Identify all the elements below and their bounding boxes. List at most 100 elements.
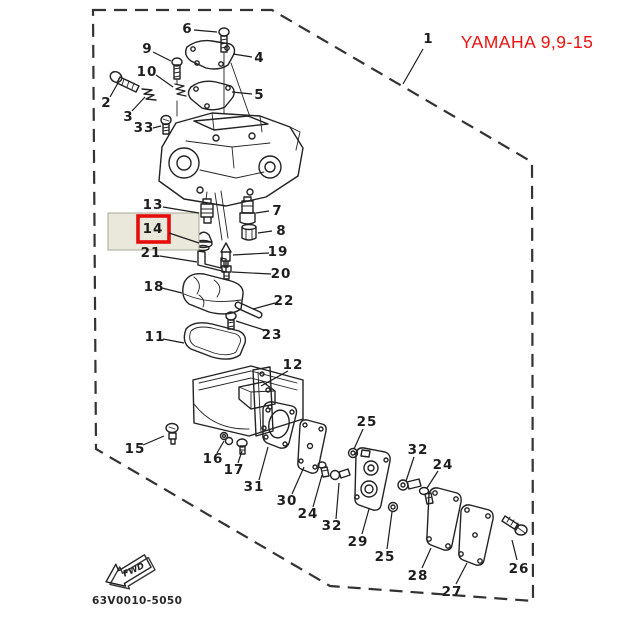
pump-plate-30 [297,419,327,474]
nut-25-lower [387,501,399,513]
part-label-33[interactable]: 33 [134,120,155,136]
needle-jet-13 [200,198,214,224]
part-label-15[interactable]: 15 [125,441,146,457]
leader-line-6 [193,29,218,33]
elbow-32-upper [397,478,422,491]
part-label-16[interactable]: 16 [203,451,224,467]
diaphragm-cover-5 [187,80,235,111]
part-label-8[interactable]: 8 [276,223,285,239]
leader-line-16 [216,440,225,454]
diaphragm-cover-4 [184,39,236,70]
leader-line-31 [258,446,269,481]
part-label-25[interactable]: 25 [357,414,378,430]
part-label-29[interactable]: 29 [348,534,369,550]
leader-line-25 [386,511,393,550]
leader-line-27 [455,562,468,585]
part-label-32[interactable]: 32 [322,518,343,534]
leader-line-30 [291,466,305,495]
part-label-28[interactable]: 28 [408,568,429,584]
leader-line-11 [162,338,185,344]
part-label-1[interactable]: 1 [423,31,432,47]
drawing-code: 63V0010-5050 [92,595,182,607]
leader-line-19 [232,252,270,256]
fwd-arrow: FWD [105,554,156,590]
screw-33 [160,114,172,135]
leader-line-3 [131,96,146,112]
part-label-23[interactable]: 23 [262,327,283,343]
highlight-group [107,212,200,251]
part-label-32[interactable]: 32 [408,442,429,458]
part-labels: 1234567891011121314151617181920212223242… [101,21,530,600]
gasket-11 [183,322,247,360]
leader-line-4 [232,53,253,58]
leader-line-9 [152,51,172,62]
part-label-22[interactable]: 22 [274,293,295,309]
part-label-27[interactable]: 27 [442,584,463,600]
drain-screw-15 [165,422,179,445]
selected-part-box[interactable] [136,214,171,244]
leader-line-10 [155,74,174,88]
part-label-5[interactable]: 5 [254,87,263,103]
leader-line-15 [142,435,165,446]
pump-cover-27 [458,504,494,566]
leader-line-28 [421,547,432,569]
screw-26 [501,515,528,536]
nut-16 [219,431,234,446]
leader-line-8 [257,230,273,234]
screw-17 [236,438,248,455]
part-label-10[interactable]: 10 [137,64,158,80]
part-label-18[interactable]: 18 [144,279,165,295]
leader-line-32 [405,456,415,482]
part-label-7[interactable]: 7 [272,203,281,219]
plug-8 [241,223,257,241]
spring-3 [141,88,157,101]
leader-line-18 [161,287,183,294]
part-label-20[interactable]: 20 [271,266,292,282]
float-18 [182,273,244,315]
part-label-9[interactable]: 9 [142,41,151,57]
part-label-19[interactable]: 19 [268,244,289,260]
pump-gasket-28 [426,487,462,551]
screw-6 [218,27,230,53]
screw-2 [109,71,140,93]
leader-line-21 [159,255,198,263]
float-pin-22 [234,301,263,319]
part-label-21[interactable]: 21 [141,245,162,261]
clip-20 [221,265,232,280]
part-label-24[interactable]: 24 [433,457,454,473]
leader-line-7 [255,210,270,214]
elbow-32-lower [329,468,351,481]
part-label-24[interactable]: 24 [298,506,319,522]
part-label-30[interactable]: 30 [277,493,298,509]
leader-line-13 [162,206,200,214]
part-label-2[interactable]: 2 [101,95,110,111]
part-label-26[interactable]: 26 [509,561,530,577]
leader-line-22 [252,302,276,310]
part-label-12[interactable]: 12 [283,357,304,373]
screw-24-lower [317,461,330,478]
leader-line-25 [353,428,364,450]
part-label-6[interactable]: 6 [182,21,191,37]
leader-line-24 [312,474,323,508]
model-title: YAMAHA 9,9-15 [461,32,594,52]
gasket-31 [262,401,298,449]
bracket-21 [197,250,227,273]
part-label-3[interactable]: 3 [123,109,132,125]
leader-line-20 [231,271,272,275]
part-label-4[interactable]: 4 [254,50,263,66]
carburetor-body [158,112,304,207]
part-label-31[interactable]: 31 [244,479,265,495]
part-label-11[interactable]: 11 [145,329,166,345]
part-label-13[interactable]: 13 [143,197,164,213]
dashed-border [91,8,535,603]
highlight-band [107,212,200,251]
part-label-17[interactable]: 17 [224,462,245,478]
leader-line-24 [426,470,439,489]
leader-line-5 [231,91,253,95]
pump-body-29 [354,447,391,511]
part-label-25[interactable]: 25 [375,549,396,565]
leader-line-1 [402,48,424,85]
part-label-14-selected[interactable]: 14 [143,221,164,237]
screw-23 [225,311,237,330]
